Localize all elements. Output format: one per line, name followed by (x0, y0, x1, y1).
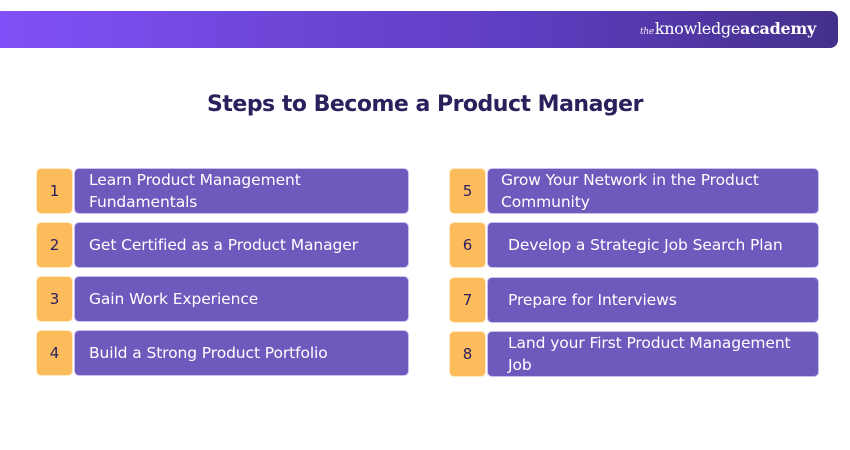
step-number: 7 (450, 278, 485, 322)
step-label-box: Land your First Product Management Job (488, 332, 818, 376)
step-label: Get Certified as a Product Manager (89, 236, 358, 254)
step-number: 2 (37, 223, 72, 267)
step-label-box: Build a Strong Product Portfolio (75, 331, 408, 375)
step-label-box: Develop a Strategic Job Search Plan (488, 223, 818, 267)
step-label: Gain Work Experience (89, 290, 259, 308)
step-label: Develop a Strategic Job Search Plan (508, 236, 783, 254)
logo-word-academy: academy (740, 19, 816, 38)
brand-logo: theknowledgeacademy (640, 19, 816, 42)
step-number: 1 (37, 169, 72, 213)
step-number: 8 (450, 332, 485, 376)
step-label: Grow Your Network in the Product Communi… (501, 171, 759, 211)
logo-prefix: the (640, 27, 654, 37)
step-label-box: Learn Product Management Fundamentals (75, 169, 408, 213)
step-label: Learn Product Management Fundamentals (89, 171, 301, 211)
step-label-box: Grow Your Network in the Product Communi… (488, 169, 818, 213)
step-label-box: Get Certified as a Product Manager (75, 223, 408, 267)
logo-word-knowledge: knowledge (654, 19, 741, 38)
step-label-box: Prepare for Interviews (488, 278, 818, 322)
step-number: 6 (450, 223, 485, 267)
step-number: 5 (450, 169, 485, 213)
header-banner: theknowledgeacademy (0, 11, 838, 48)
step-number: 3 (37, 277, 72, 321)
page-title: Steps to Become a Product Manager (207, 92, 643, 117)
step-number: 4 (37, 331, 72, 375)
step-label: Land your First Product Management Job (508, 334, 791, 374)
step-label: Prepare for Interviews (508, 291, 677, 309)
step-label-box: Gain Work Experience (75, 277, 408, 321)
step-label: Build a Strong Product Portfolio (89, 344, 328, 362)
